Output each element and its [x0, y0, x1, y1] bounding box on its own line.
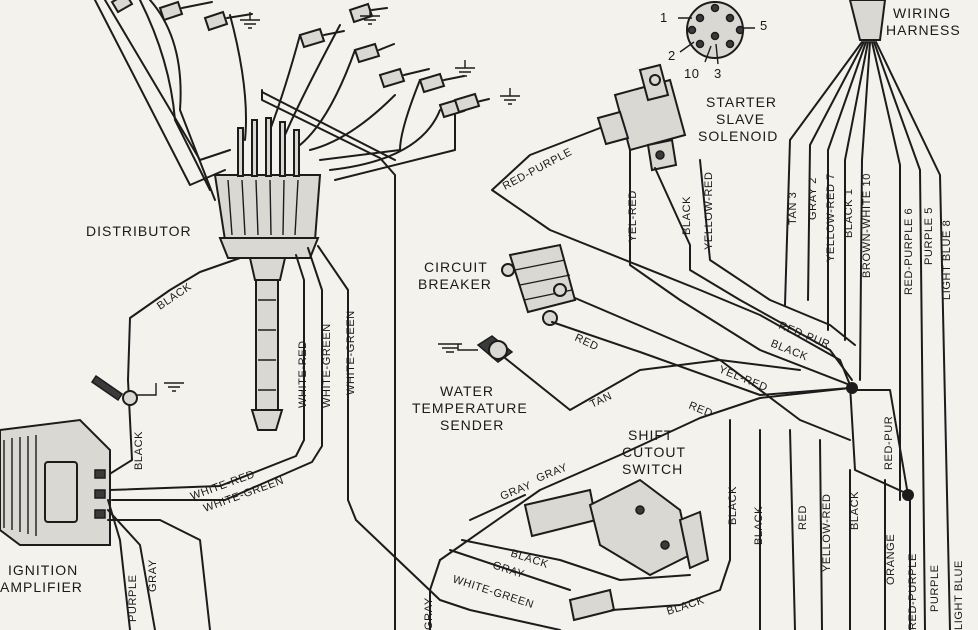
harness-wire-label: BLACK 1 — [843, 189, 855, 238]
pin-label: 2 — [668, 48, 676, 63]
wire-gray-amp — [107, 509, 156, 630]
pin-label: 10 — [684, 66, 699, 81]
harness-wire-label: BROWN-WHITE 10 — [861, 173, 873, 278]
harness-wire-label: RED-PURPLE 6 — [903, 208, 915, 295]
shift-cutout-switch — [523, 478, 710, 622]
label-starter-2: SLAVE — [716, 111, 765, 127]
harness-wire-label: LIGHT BLUE 8 — [941, 220, 953, 300]
circuit-breaker — [501, 243, 577, 326]
wire-label: BLACK — [753, 506, 765, 545]
label-distributor: DISTRIBUTOR — [86, 223, 192, 239]
wire-label: RED-PUR — [883, 416, 895, 470]
wire-black-distributor — [99, 257, 241, 481]
connector-plug — [686, 1, 745, 59]
harness-wire-label: GRAY 2 — [807, 177, 819, 220]
wire-label: WHITE-GREEN — [321, 323, 333, 408]
label-water-temp-2: TEMPERATURE — [412, 400, 528, 416]
wire-label: BLACK — [727, 486, 739, 525]
wire-label: YELLOW-RED — [703, 171, 715, 250]
pin-label: 3 — [714, 66, 722, 81]
wire-label: WHITE-GREEN — [345, 310, 357, 395]
wire-amp-3 — [107, 519, 211, 630]
label-shift-cutout-3: SWITCH — [622, 461, 683, 477]
label-circuit-breaker-1: CIRCUIT — [424, 259, 488, 275]
wire-label: BLACK — [849, 491, 861, 530]
wire-label: YEL-RED — [627, 190, 639, 242]
wire-label: PURPLE — [127, 574, 139, 622]
junction-dot — [902, 489, 914, 501]
spark-plug — [158, 0, 213, 22]
label-ignition-amp-1: IGNITION — [8, 562, 78, 578]
wire-label: PURPLE — [929, 564, 941, 612]
wiring-routes — [429, 127, 911, 630]
wire-label: WHITE-RED — [297, 340, 309, 408]
label-wiring-harness-2: HARNESS — [886, 22, 961, 38]
wire-harness-link — [261, 91, 396, 161]
wire-white-green — [111, 247, 323, 501]
spark-plug — [348, 2, 388, 24]
wire-long-vertical — [261, 89, 396, 630]
wire-label: GRAY — [535, 461, 570, 484]
label-shift-cutout-2: CUTOUT — [622, 444, 686, 460]
harness-wire-label: TAN 3 — [787, 192, 799, 225]
ground-icon — [240, 8, 520, 105]
wire-white-green-long — [317, 245, 561, 630]
wire-label: LIGHT BLUE — [953, 560, 965, 630]
wire-label: TAN — [588, 390, 614, 411]
spark-plug — [298, 27, 345, 49]
label-circuit-breaker-2: BREAKER — [418, 276, 492, 292]
wire-label: GRAY — [491, 559, 526, 581]
label-shift-cutout-1: SHIFT — [628, 427, 673, 443]
label-wiring-harness-1: WIRING — [893, 5, 951, 21]
wire-label: GRAY — [423, 597, 435, 630]
wire-label: RED-PURPLE — [907, 553, 919, 630]
wire-white-red — [109, 254, 305, 491]
ground-bolt-icon — [90, 374, 184, 406]
distributor — [213, 117, 322, 431]
component-labels: DISTRIBUTOR WIRING HARNESS STARTER SLAVE… — [0, 5, 961, 595]
wire-label: ORANGE — [885, 534, 897, 585]
label-ignition-amp-2: AMPLIFIER — [0, 579, 83, 595]
spark-plug — [203, 10, 253, 32]
spark-plug — [453, 92, 481, 114]
connector-pin-labels: 1 2 10 3 5 — [660, 10, 768, 81]
harness-wire-label: PURPLE 5 — [923, 207, 935, 265]
pin-label: 1 — [660, 10, 668, 25]
spark-plug — [378, 67, 430, 89]
wire-label: BLACK — [681, 196, 693, 235]
wire-label: RED — [573, 332, 601, 353]
label-water-temp-1: WATER — [440, 383, 494, 399]
label-starter-3: SOLENOID — [698, 128, 778, 144]
pin-label: 5 — [760, 18, 768, 33]
spark-plug-wires — [94, 0, 456, 201]
label-water-temp-3: SENDER — [440, 417, 504, 433]
spark-plug — [110, 0, 134, 14]
wire-label: GRAY — [147, 559, 159, 592]
starter-slave-solenoid — [596, 63, 687, 172]
wire-label: YELLOW-RED — [821, 493, 833, 572]
spark-plugs — [110, 0, 490, 119]
spark-plug — [418, 72, 465, 94]
junction-dot — [846, 382, 858, 394]
wire-label: BLACK — [665, 594, 706, 618]
wire-label: BLACK — [133, 431, 145, 470]
spark-plug — [353, 42, 395, 64]
wiring-harness — [784, 0, 951, 630]
ignition-amplifier — [0, 418, 111, 546]
harness-wire-label: YELLOW-RED 7 — [825, 173, 837, 262]
water-temperature-sender — [438, 335, 514, 363]
label-starter-1: STARTER — [706, 94, 777, 110]
wire-label: RED — [797, 505, 809, 530]
